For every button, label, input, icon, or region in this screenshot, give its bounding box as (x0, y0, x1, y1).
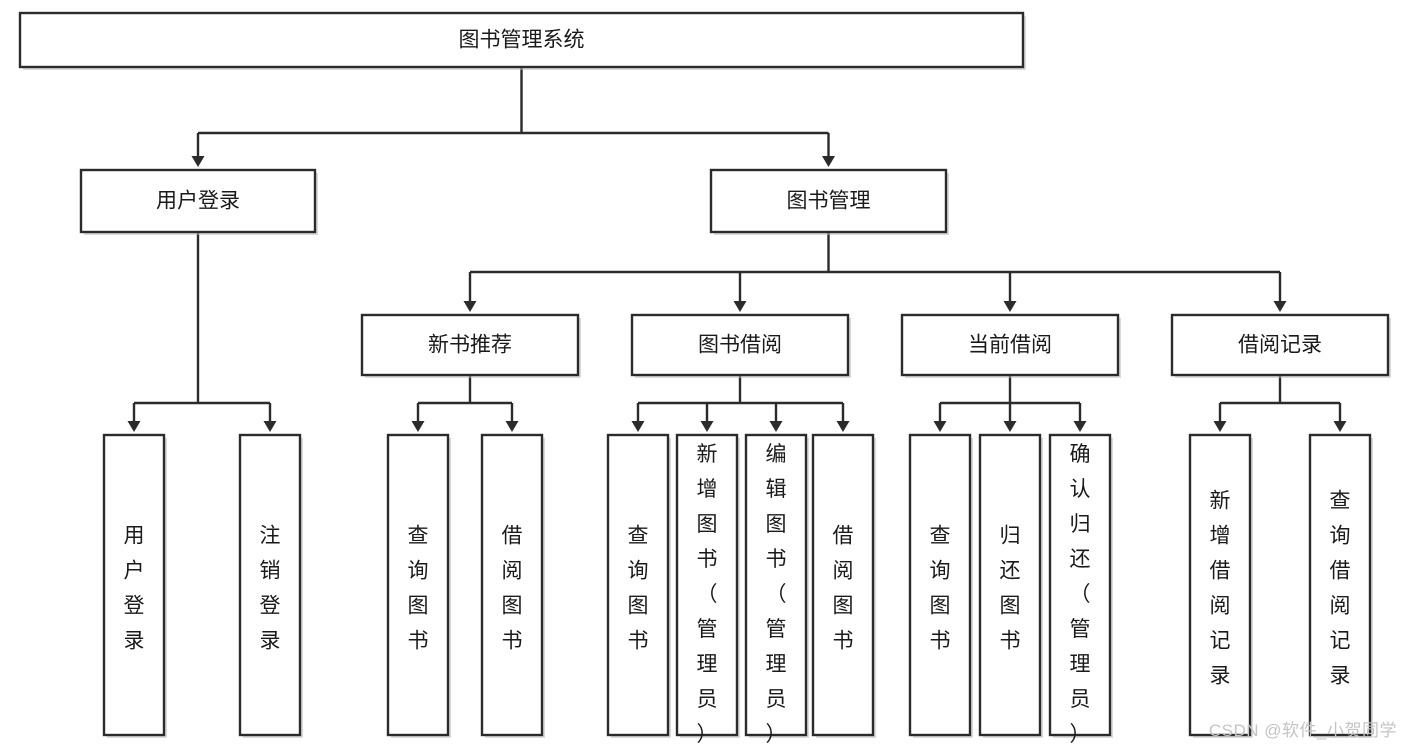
node-current-borrow[interactable]: 当前借阅 (900, 313, 1121, 378)
node-leaf-user-login[interactable]: 用户登录 (102, 433, 167, 738)
node-book-borrow[interactable]: 图书借阅 (630, 313, 851, 378)
node-root[interactable]: 图书管理系统 (18, 11, 1026, 70)
node-leaf-borrow-book-b[interactable]: 借阅图书 (811, 433, 876, 738)
node-borrow-record[interactable]: 借阅记录 (1170, 313, 1391, 378)
node-label: 借阅图书 (833, 524, 854, 652)
node-label: 查询图书 (628, 524, 649, 652)
node-label: 用户登录 (124, 524, 145, 652)
node-label: 图书管理 (787, 190, 871, 213)
node-leaf-query-book-c[interactable]: 查询图书 (908, 433, 973, 738)
edge-group-book-manage (463, 232, 1287, 312)
node-leaf-borrow-book-a[interactable]: 借阅图书 (480, 433, 545, 738)
edge-group-root (191, 67, 835, 167)
node-label: 注销登录 (260, 524, 281, 652)
node-label: 归还图书 (1000, 524, 1021, 652)
node-leaf-query-borrow-record[interactable]: 查询借阅记录 (1308, 433, 1373, 738)
node-label: 查询图书 (930, 524, 951, 652)
edge-group-borrow-record (1213, 375, 1347, 432)
node-leaf-query-book-a[interactable]: 查询图书 (386, 433, 451, 738)
node-label: 查询图书 (408, 524, 429, 652)
node-label: 借阅记录 (1238, 334, 1322, 357)
node-leaf-return-book[interactable]: 归还图书 (978, 433, 1043, 738)
node-leaf-query-book-b[interactable]: 查询图书 (606, 433, 671, 738)
node-leaf-edit-book[interactable]: 编辑图书（管理员） (744, 433, 809, 746)
node-leaf-logout-login[interactable]: 注销登录 (238, 433, 303, 738)
node-label: 查询借阅记录 (1330, 489, 1351, 687)
edge-group-current-borrow (933, 375, 1087, 432)
node-label: 编辑图书（管理员） (766, 443, 787, 746)
node-label: 借阅图书 (502, 524, 523, 652)
node-label: 用户登录 (156, 190, 240, 213)
node-label: 新增借阅记录 (1210, 489, 1231, 687)
node-leaf-add-borrow-record[interactable]: 新增借阅记录 (1188, 433, 1253, 738)
nodes-layer: 图书管理系统用户登录图书管理新书推荐图书借阅当前借阅借阅记录用户登录注销登录查询… (18, 11, 1391, 746)
node-label: 新书推荐 (428, 334, 512, 357)
node-label: 当前借阅 (968, 334, 1052, 357)
edge-group-user-login (127, 232, 277, 432)
node-label: 图书管理系统 (459, 29, 585, 52)
edges-layer (127, 67, 1347, 432)
node-leaf-add-book[interactable]: 新增图书（管理员） (675, 433, 740, 746)
node-leaf-confirm-return[interactable]: 确认归还（管理员） (1048, 433, 1113, 746)
node-new-book-recommend[interactable]: 新书推荐 (360, 313, 581, 378)
node-label: 确认归还（管理员） (1070, 443, 1091, 746)
node-user-login[interactable]: 用户登录 (79, 168, 318, 235)
node-label: 图书借阅 (698, 334, 782, 357)
edge-group-new-book-recommend (411, 375, 519, 432)
edge-group-book-borrow (631, 375, 850, 432)
node-label: 新增图书（管理员） (697, 443, 718, 746)
csdn-watermark: CSDN @软件_小贺同学 (1208, 721, 1397, 740)
node-book-manage[interactable]: 图书管理 (709, 168, 949, 235)
